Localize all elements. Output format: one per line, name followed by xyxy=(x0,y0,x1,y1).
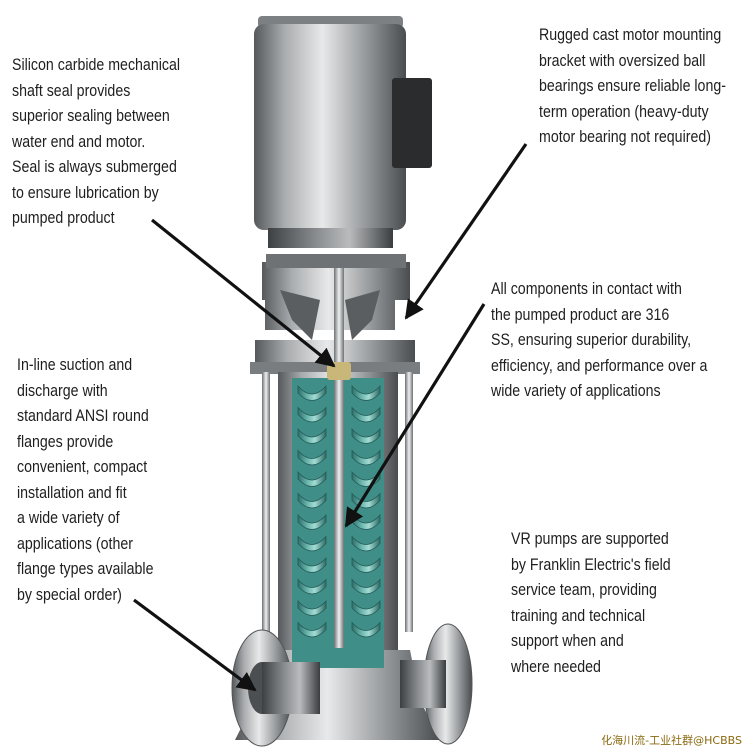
motor-terminal-box xyxy=(392,78,432,168)
seal-arrow xyxy=(150,218,336,368)
bracket-callout: Rugged cast motor mounting bracket with o… xyxy=(539,23,726,151)
impeller-stage xyxy=(351,578,381,595)
callout-line: wide variety of applications xyxy=(491,382,661,400)
callout-line: where needed xyxy=(511,657,601,676)
pump-base xyxy=(231,623,473,747)
callout-line: VR pumps are supported xyxy=(511,530,669,548)
callout-line: efficiency, and performance over a xyxy=(491,356,708,375)
callout-line: support when and xyxy=(511,632,624,650)
impeller-stage xyxy=(351,406,381,423)
callout-line: term operation (heavy-duty xyxy=(539,102,709,121)
callout-line: flanges provide xyxy=(17,432,114,451)
impeller-stage xyxy=(351,535,381,552)
impeller-stage xyxy=(351,621,381,638)
callout-line: SS, ensuring superior durability, xyxy=(491,331,692,349)
impeller-stage xyxy=(297,599,327,616)
leader-arrows xyxy=(133,143,528,692)
callout-line: shaft seal provides xyxy=(12,81,131,100)
tie-rods xyxy=(262,372,413,632)
impeller-stage xyxy=(297,621,327,638)
motor xyxy=(254,16,432,248)
callout-line: installation and fit xyxy=(17,483,127,502)
impeller-stage xyxy=(297,578,327,595)
callout-line: a wide variety of xyxy=(17,509,120,527)
impeller-stage xyxy=(297,427,327,444)
impeller-stage xyxy=(351,384,381,401)
impeller-stage xyxy=(297,406,327,423)
callout-line: motor bearing not required) xyxy=(539,128,711,146)
stainless-callout: All components in contact with the pumped… xyxy=(491,277,707,405)
callout-line: Rugged cast motor mounting xyxy=(539,26,722,44)
callout-line: training and technical xyxy=(511,606,646,625)
callout-line: flange types available xyxy=(17,560,154,578)
impeller-stage xyxy=(297,513,327,530)
callout-line: convenient, compact xyxy=(17,458,148,476)
callout-line: by special order) xyxy=(17,585,122,604)
callout-line: Seal is always submerged xyxy=(12,158,177,176)
callout-line: pumped product xyxy=(12,209,115,227)
callout-line: standard ANSI round xyxy=(17,407,149,425)
impeller-stage xyxy=(297,492,327,509)
impeller-stage xyxy=(351,449,381,466)
service-callout: VR pumps are supported by Franklin Electr… xyxy=(511,527,671,680)
callout-line: Silicon carbide mechanical xyxy=(12,56,181,74)
impeller-stage xyxy=(297,556,327,573)
impeller-stage xyxy=(351,427,381,444)
callout-line: All components in contact with xyxy=(491,280,682,298)
callout-line: bracket with oversized ball xyxy=(539,51,706,70)
impeller-stage xyxy=(297,535,327,552)
callout-line: In-line suction and xyxy=(17,356,133,374)
impeller-stage xyxy=(351,599,381,616)
callout-line: applications (other xyxy=(17,534,133,553)
impeller-stage xyxy=(297,470,327,487)
callout-line: to ensure lubrication by xyxy=(12,183,159,202)
flange-arrow xyxy=(133,598,257,692)
bracket-arrow xyxy=(404,143,528,320)
impeller-stage xyxy=(297,449,327,466)
callout-line: superior sealing between xyxy=(12,107,170,125)
callout-line: by Franklin Electric's field xyxy=(511,555,671,574)
flange-callout: In-line suction and discharge with standar… xyxy=(17,353,153,608)
impeller-stage xyxy=(297,384,327,401)
impeller-stage xyxy=(351,556,381,573)
pump-shaft xyxy=(334,268,344,668)
watermark: 化海川流-工业社群@HCBBS xyxy=(601,734,742,747)
callout-line: discharge with xyxy=(17,381,108,400)
seal-callout: Silicon carbide mechanical shaft seal pro… xyxy=(12,53,180,232)
callout-line: the pumped product are 316 xyxy=(491,305,670,324)
stainless-arrow xyxy=(344,303,486,528)
callout-line: service team, providing xyxy=(511,581,657,599)
callout-line: water end and motor. xyxy=(12,132,146,151)
callout-line: bearings ensure reliable long- xyxy=(539,77,726,95)
